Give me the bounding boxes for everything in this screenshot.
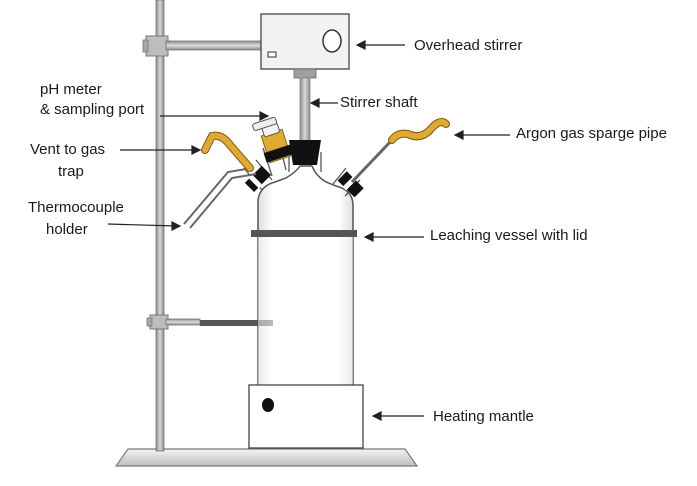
label-argon-pipe: Argon gas sparge pipe [516,125,667,142]
label-ph-meter-line1: pH meter [40,81,102,98]
upper-clamp [142,35,263,57]
leader-lines [107,40,510,421]
label-thermocouple-line2: holder [46,221,88,238]
stand-base [114,448,419,467]
label-heating-mantle: Heating mantle [433,408,534,425]
leaching-vessel [251,152,357,388]
label-stirrer-shaft: Stirrer shaft [340,94,418,111]
label-ph-meter-line2: & sampling port [40,101,145,118]
ph-port [252,116,294,177]
overhead-stirrer [260,13,350,79]
label-overhead-stirrer: Overhead stirrer [414,37,523,54]
left-side-neck [243,159,273,193]
heating-mantle [248,384,364,449]
label-vent-line2: trap [58,163,84,180]
lower-clamp [146,314,273,330]
label-vent-line1: Vent to gas [30,141,106,158]
stirrer-shaft [299,77,311,143]
thermocouple-holder [183,167,257,229]
label-leaching-vessel: Leaching vessel with lid [430,227,588,244]
label-thermocouple-line1: Thermocouple [28,199,124,216]
argon-sparge-pipe [350,138,394,184]
center-stopper [289,140,321,165]
